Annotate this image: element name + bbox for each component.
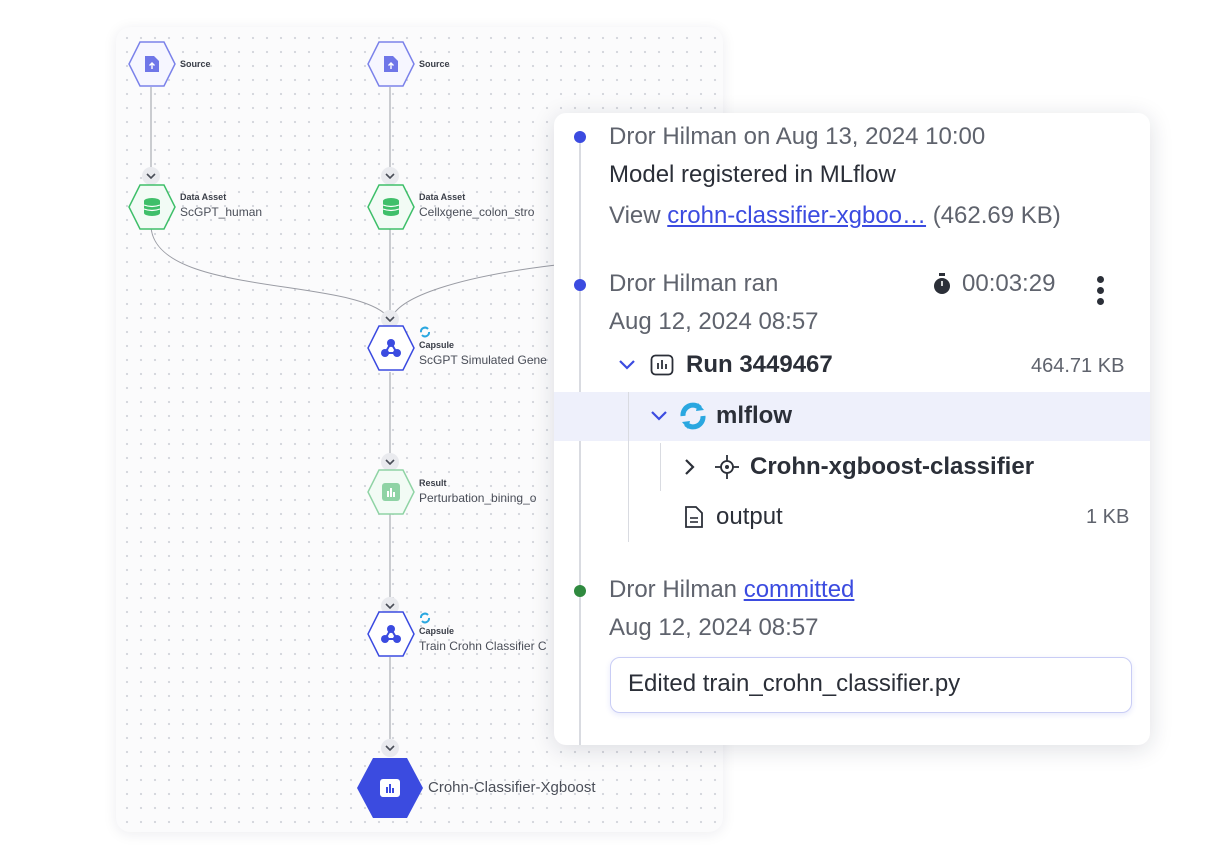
commit-message-box[interactable]: Edited train_crohn_classifier.py	[610, 657, 1132, 713]
model-row[interactable]: Crohn-xgboost-classifier	[684, 453, 1034, 481]
chevron-down-icon	[385, 603, 395, 609]
chevron-down-icon	[651, 411, 667, 421]
mlflow-sync-icon	[420, 612, 430, 624]
event-author-line: Dror Hilman ran	[609, 270, 779, 297]
timeline-dot	[574, 131, 586, 143]
expand-chevron[interactable]	[381, 167, 399, 185]
pipeline-node-model[interactable]: Crohn-Classifier-Xgboost	[356, 757, 686, 819]
commit-link[interactable]: committed	[743, 576, 855, 603]
tree-guide	[660, 443, 661, 491]
database-icon	[382, 198, 400, 216]
node-name: Perturbation_bining_o	[419, 491, 537, 505]
chevron-down-icon	[619, 360, 635, 370]
activity-timeline-panel: Dror Hilman on Aug 13, 2024 10:00 Model …	[554, 113, 1150, 745]
event-author-line: Dror Hilman on Aug 13, 2024 10:00	[609, 123, 986, 150]
chart-box-icon	[380, 779, 400, 797]
output-file-row[interactable]: output	[684, 503, 783, 531]
mlflow-folder-label: mlflow	[716, 402, 792, 429]
pipeline-edges	[150, 87, 557, 745]
timeline-dot	[574, 585, 586, 597]
mlflow-sync-icon	[680, 402, 706, 430]
node-name: Cellxgene_colon_stro	[419, 205, 535, 219]
chevron-down-icon	[385, 173, 395, 179]
chart-box-icon	[382, 483, 400, 501]
duration-text: 00:03:29	[962, 270, 1056, 297]
run-duration: 00:03:29	[932, 270, 1055, 298]
node-category: Data Asset	[419, 192, 466, 202]
tree-guide	[628, 392, 629, 542]
commit-message: Edited train_crohn_classifier.py	[628, 670, 961, 697]
pipeline-node-capsule-1[interactable]: Capsule ScGPT Simulated Gene	[367, 325, 567, 371]
selected-row-highlight	[554, 392, 1150, 441]
node-category: Capsule	[419, 626, 455, 636]
database-icon	[143, 198, 161, 216]
node-category: Data Asset	[180, 192, 227, 202]
output-size: 1 KB	[1086, 506, 1130, 528]
pipeline-node-capsule-2[interactable]: Capsule Train Crohn Classifier C	[367, 611, 567, 657]
author-name: Dror Hilman	[609, 576, 738, 603]
mlflow-sync-icon	[420, 326, 430, 338]
upload-file-icon	[145, 56, 159, 72]
file-icon	[685, 506, 703, 528]
pipeline-node-result[interactable]: Result Perturbation_bining_o	[367, 469, 567, 515]
node-category: Source	[180, 59, 211, 69]
capsule-network-icon	[381, 625, 401, 643]
pipeline-node-source-1[interactable]: Source	[128, 41, 268, 87]
chevron-down-icon	[385, 745, 395, 751]
model-link[interactable]: crohn-classifier-xgboo…	[667, 202, 927, 229]
chevron-down-icon	[146, 173, 156, 179]
node-name: Train Crohn Classifier C	[419, 639, 547, 653]
expand-chevron[interactable]	[381, 597, 399, 615]
node-name: ScGPT Simulated Gene	[419, 353, 547, 367]
expand-chevron[interactable]	[381, 453, 399, 471]
upload-file-icon	[384, 56, 398, 72]
node-category: Result	[419, 478, 447, 488]
event-title: Model registered in MLflow	[609, 161, 896, 188]
pipeline-node-source-2[interactable]: Source	[367, 41, 507, 87]
run-label: Run 3449467	[686, 351, 833, 378]
model-node-name: Crohn-Classifier-Xgboost	[428, 779, 596, 796]
model-network-icon	[715, 455, 739, 479]
run-row[interactable]: Run 3449467	[618, 351, 833, 379]
chevron-right-icon	[685, 459, 695, 475]
expand-chevron[interactable]	[381, 310, 399, 328]
stopwatch-icon	[934, 273, 950, 294]
event-author-line: Dror Hilman committed	[609, 576, 854, 604]
view-prefix: View	[609, 202, 661, 229]
timeline-dot	[574, 279, 586, 291]
more-vertical-icon	[1097, 276, 1104, 283]
node-name: ScGPT_human	[180, 205, 263, 219]
mlflow-folder-row[interactable]: mlflow	[650, 401, 792, 431]
model-size: (462.69 KB)	[932, 202, 1061, 229]
pipeline-node-data-asset-1[interactable]: Data Asset ScGPT_human	[128, 184, 288, 230]
event-timestamp: Aug 12, 2024 08:57	[609, 614, 819, 641]
capsule-network-icon	[381, 339, 401, 357]
expand-chevron[interactable]	[142, 167, 160, 185]
pipeline-node-data-asset-2[interactable]: Data Asset Cellxgene_colon_stro	[367, 184, 567, 230]
node-category: Source	[419, 59, 450, 69]
event-timestamp: Aug 12, 2024 08:57	[609, 308, 819, 335]
model-label: Crohn-xgboost-classifier	[750, 453, 1035, 480]
event-view-line: View crohn-classifier-xgboo… (462.69 KB)	[609, 202, 1061, 230]
more-options-button[interactable]	[1097, 276, 1105, 306]
chart-box-icon	[650, 354, 674, 376]
expand-chevron[interactable]	[381, 739, 399, 757]
node-category: Capsule	[419, 340, 455, 350]
chevron-down-icon	[385, 316, 395, 322]
chevron-down-icon	[385, 459, 395, 465]
run-size: 464.71 KB	[1031, 355, 1125, 377]
output-label: output	[716, 503, 783, 530]
